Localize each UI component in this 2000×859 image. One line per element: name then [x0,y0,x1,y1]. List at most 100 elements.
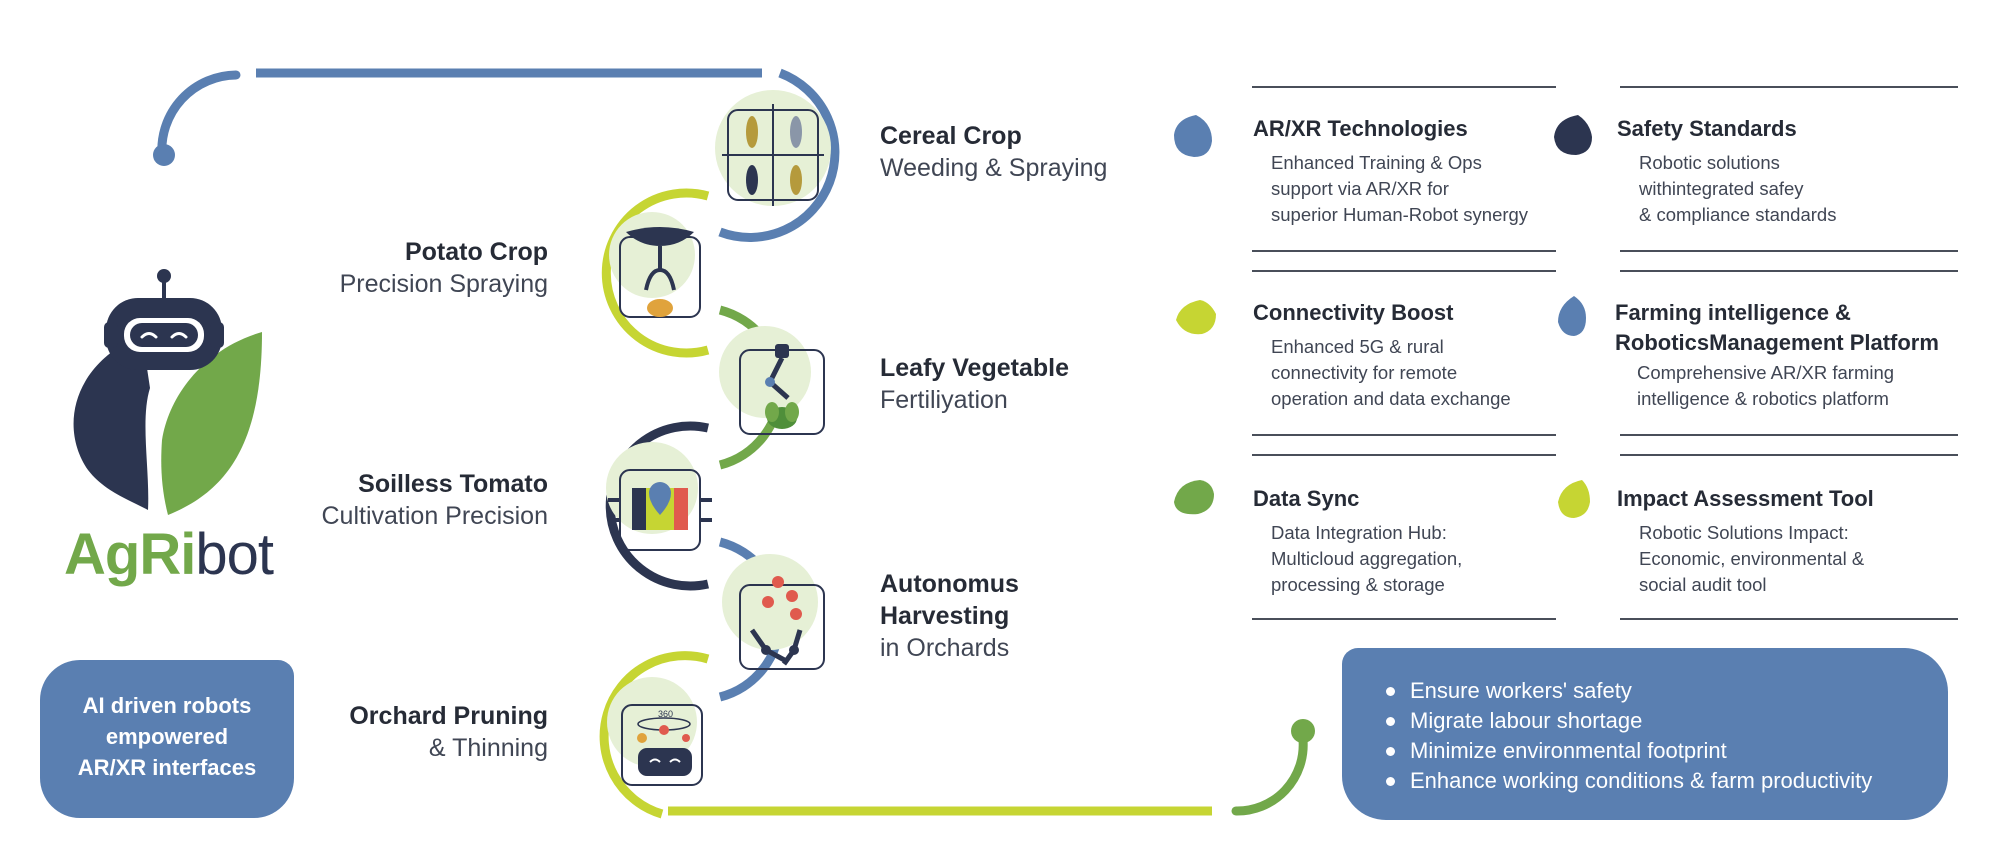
feature-line: Enhanced 5G & rural [1271,336,1444,357]
badge-line: AR/XR interfaces [77,755,257,780]
benefit-text: Minimize environmental footprint [1410,738,1727,763]
benefit-item: Ensure workers' safety [1386,676,1872,706]
feature-divider [1252,434,1556,436]
feature-line: withintegrated safey [1639,178,1804,199]
feature-title-line2: RoboticsManagement Platform [1615,330,1939,355]
crop-title: Orchard Pruning [349,702,548,730]
feature-line: Data Integration Hub: [1271,522,1447,543]
crop-subtitle: & Thinning [428,734,548,762]
crop-subtitle: in Orchards [880,634,1010,662]
crop-title: Cereal Crop [880,122,1022,150]
feature-data-sync: Data Sync Data Integration Hub: Multiclo… [1253,484,1462,598]
vr-360-label: 360 [658,709,674,719]
feature-line: Robotic Solutions Impact: [1639,522,1849,543]
crop-subtitle: Weeding & Spraying [880,154,1108,182]
agribot-wordmark: AgRibot [64,520,274,590]
benefit-text: Migrate labour shortage [1410,708,1643,733]
crop-label-cereal: Cereal Crop Weeding & Spraying [880,120,1107,184]
bullet-dot-icon [1386,717,1395,726]
top-connector-dot [153,144,175,166]
feature-connectivity: Connectivity Boost Enhanced 5G & rural c… [1253,298,1511,412]
farming-leaf-icon [1558,296,1586,336]
crop-title: Autonomus [880,570,1019,598]
ring-cereal [718,68,840,242]
crop-label-pruning: Orchard Pruning & Thinning [290,700,548,764]
crop-title: Potato Crop [404,238,548,266]
feature-line: & compliance standards [1639,204,1837,225]
feature-line: processing & storage [1271,574,1445,595]
feature-divider [1252,454,1556,456]
crop-title: Leafy Vegetable [880,354,1069,382]
feature-line: connectivity for remote [1271,362,1458,383]
agribot-robot-logo [73,269,262,515]
feature-line: support via AR/XR for [1271,178,1449,199]
brand-part2: bot [195,522,274,587]
feature-safety: Safety Standards Robotic solutions withi… [1617,114,1836,228]
connectivity-leaf-icon [1176,300,1216,335]
feature-line: Economic, environmental & [1639,548,1865,569]
feature-divider [1620,618,1958,620]
bullet-dot-icon [1386,687,1395,696]
feature-title: Connectivity Boost [1253,300,1454,325]
crop-icons [606,90,831,786]
crop-label-potato: Potato Crop Precision Spraying [290,236,548,300]
green-leaf-shape [161,332,262,515]
feature-line: Robotic solutions [1639,152,1780,173]
ring-pruning [599,651,710,819]
crop-label-harvest: Autonomus Harvesting in Orchards [880,568,1019,664]
feature-divider [1252,270,1556,272]
feature-line: intelligence & robotics platform [1637,388,1889,409]
bottom-connector-arc [1231,735,1308,816]
ar-xr-leaf-icon [1174,115,1212,157]
ring-potato [601,188,710,358]
impact-leaf-icon [1558,480,1590,518]
vr-headset-360-icon [607,677,703,786]
benefit-item: Minimize environmental footprint [1386,736,1872,766]
crop-label-tomato: Soilless Tomato Cultivation Precision [290,468,549,532]
benefit-item: Enhance working conditions & farm produc… [1386,766,1872,796]
potato-robot-arm-icon [609,212,701,318]
badge-line: empowered [105,724,229,749]
feature-divider [1252,250,1556,252]
map-pin-field-icon [606,442,712,551]
safety-leaf-icon [1554,115,1592,155]
feature-line: Multicloud aggregation, [1271,548,1463,569]
crop-subtitle: Precision Spraying [339,270,548,298]
benefits-list: Ensure workers' safety Migrate labour sh… [1386,676,1872,796]
crop-title: Soilless Tomato [358,470,548,498]
feature-divider [1620,454,1958,456]
feature-title: Data Sync [1253,486,1360,511]
top-connector-path [157,70,241,160]
feature-divider [1620,270,1958,272]
crop-label-leafy: Leafy Vegetable Fertiliyation [880,352,1069,416]
feature-line: operation and data exchange [1271,388,1511,409]
feature-title: Farming intelligence & [1615,300,1851,325]
crop-title-line2: Harvesting [880,602,1010,630]
feature-divider [1620,434,1958,436]
feature-title: AR/XR Technologies [1253,116,1468,141]
feature-icons [1174,115,1592,518]
badge-line: AI driven robots [82,693,252,718]
benefits-badge: Ensure workers' safety Migrate labour sh… [1342,648,1948,820]
feature-line: Enhanced Training & Ops [1271,152,1482,173]
feature-title: Safety Standards [1617,116,1797,141]
data-sync-leaf-icon [1174,480,1214,515]
harvest-robot-arms-icon [722,554,825,670]
bullet-dot-icon [1386,777,1395,786]
feature-title: Impact Assessment Tool [1617,486,1874,511]
ai-robots-badge: AI driven robots empowered AR/XR interfa… [40,660,294,818]
brand-part1: AgRi [64,522,196,587]
bottom-connector-dot [1291,719,1315,743]
benefit-text: Ensure workers' safety [1410,678,1632,703]
leafy-robot-arm-icon [719,326,825,435]
feature-divider [1620,86,1958,88]
crop-subtitle: Fertiliyation [880,386,1008,414]
bullet-dot-icon [1386,747,1395,756]
feature-divider [1252,618,1556,620]
feature-divider [1620,250,1958,252]
feature-line: superior Human-Robot synergy [1271,204,1529,225]
feature-farming-platform: Farming intelligence & RoboticsManagemen… [1615,298,1939,412]
wheat-quadrant-icon [715,90,831,206]
crop-subtitle: Cultivation Precision [321,502,549,530]
